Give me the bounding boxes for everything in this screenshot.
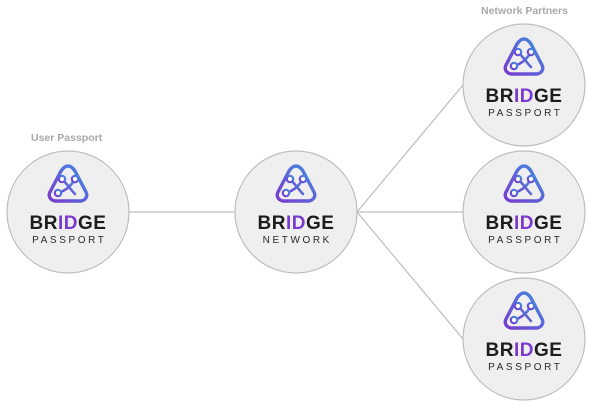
bridge-logo-icon <box>502 163 546 207</box>
bridge-logo-icon <box>46 163 90 207</box>
partner-logo-3: BRIDGE PASSPORT <box>469 290 579 373</box>
wordmark-br: BR <box>485 340 514 361</box>
partner-logo-2: BRIDGE PASSPORT <box>469 163 579 246</box>
bridge-network-node <box>234 150 358 274</box>
network-partners-label: Network Partners <box>481 5 568 17</box>
bridge-wordmark: BRIDGE <box>469 87 579 106</box>
wordmark-id: ID <box>514 213 534 234</box>
connector-network-to-partner-3 <box>356 211 464 340</box>
wordmark-id: ID <box>58 213 78 234</box>
bridge-wordmark: BRIDGE <box>13 214 123 233</box>
bridge-logo-icon <box>502 290 546 334</box>
logo-subtitle: NETWORK <box>262 235 332 246</box>
bridge-logo-icon <box>274 163 318 207</box>
wordmark-ge: GE <box>534 340 563 361</box>
wordmark-ge: GE <box>534 213 563 234</box>
logo-subtitle: PASSPORT <box>32 235 107 246</box>
wordmark-br: BR <box>257 213 286 234</box>
logo-subtitle: PASSPORT <box>488 235 563 246</box>
logo-subtitle: PASSPORT <box>488 362 563 373</box>
partner-node-2 <box>462 150 586 274</box>
wordmark-br: BR <box>485 213 514 234</box>
partner-node-3 <box>462 277 586 401</box>
logo-subtitle: PASSPORT <box>488 108 563 119</box>
bridge-wordmark: BRIDGE <box>241 214 351 233</box>
wordmark-id: ID <box>514 86 534 107</box>
user-passport-node <box>6 150 130 274</box>
wordmark-id: ID <box>286 213 306 234</box>
user-passport-logo: BRIDGE PASSPORT <box>13 163 123 246</box>
wordmark-ge: GE <box>534 86 563 107</box>
wordmark-id: ID <box>514 340 534 361</box>
bridge-logo-icon <box>502 36 546 80</box>
partner-logo-1: BRIDGE PASSPORT <box>469 36 579 119</box>
bridge-network-logo: BRIDGE NETWORK <box>241 163 351 246</box>
connector-network-to-partner-1 <box>356 84 464 213</box>
partner-node-1 <box>462 23 586 147</box>
wordmark-ge: GE <box>306 213 335 234</box>
wordmark-br: BR <box>485 86 514 107</box>
bridge-wordmark: BRIDGE <box>469 214 579 233</box>
user-passport-label: User Passport <box>31 132 103 144</box>
wordmark-ge: GE <box>78 213 107 234</box>
bridge-wordmark: BRIDGE <box>469 341 579 360</box>
wordmark-br: BR <box>29 213 58 234</box>
